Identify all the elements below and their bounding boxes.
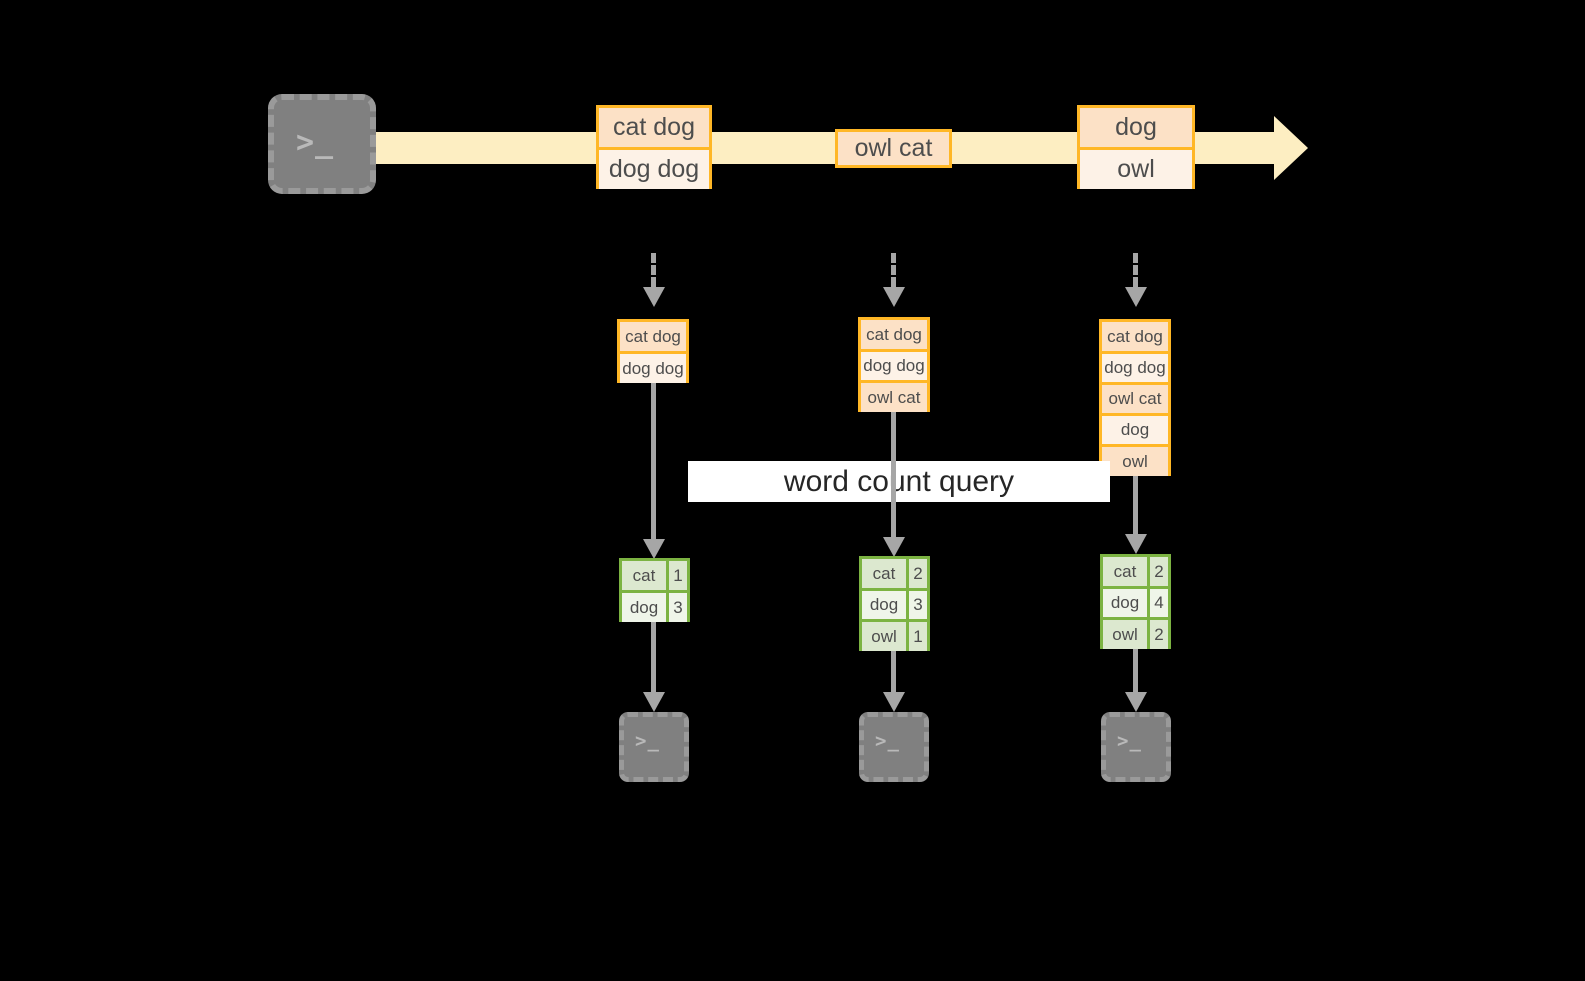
stream-group-3[interactable]: dog owl: [1077, 105, 1195, 189]
snapshot-record: owl cat: [861, 380, 927, 412]
stream-arrowhead: [1274, 116, 1308, 180]
terminal-prompt-glyph: >_: [875, 730, 900, 752]
terminal-prompt-glyph: >_: [635, 730, 660, 752]
snapshot-record: dog: [1102, 413, 1168, 444]
query-label-band: [688, 461, 1110, 502]
stream-record: owl: [1080, 147, 1192, 189]
table-cell-word: cat: [862, 559, 909, 588]
feed-arrow-head-2: [883, 287, 905, 307]
snapshot-record: dog dog: [620, 351, 686, 383]
snapshot-3-result-table[interactable]: cat 2 dog 4 owl 2: [1100, 554, 1171, 649]
table-row: cat 1: [622, 561, 687, 590]
query-arrow-line-3: [1133, 476, 1138, 536]
snapshot-record: owl: [1102, 444, 1168, 476]
table-row: cat 2: [1103, 557, 1168, 586]
result-arrow-line-1: [651, 622, 656, 694]
stream-record: cat dog: [599, 108, 709, 147]
consumer-terminal-icon-2[interactable]: >_: [859, 712, 929, 782]
table-row: owl 2: [1103, 617, 1168, 649]
stream-group-1[interactable]: cat dog dog dog: [596, 105, 712, 189]
producer-terminal-icon[interactable]: >_: [268, 94, 376, 194]
table-cell-word: cat: [1103, 557, 1150, 586]
result-arrow-head-3: [1125, 692, 1147, 712]
table-cell-count: 4: [1154, 593, 1164, 612]
snapshot-record: dog dog: [1102, 351, 1168, 382]
table-cell-count: 3: [673, 597, 683, 617]
consumer-terminal-icon-1[interactable]: >_: [619, 712, 689, 782]
result-arrow-line-2: [891, 651, 896, 694]
snapshot-1-records[interactable]: cat dog dog dog: [617, 319, 689, 383]
snapshot-record: dog dog: [861, 349, 927, 380]
terminal-prompt-glyph: >_: [1117, 730, 1142, 752]
snapshot-record: cat dog: [620, 322, 686, 351]
terminal-prompt-glyph: >_: [296, 125, 335, 160]
feed-arrow-head-3: [1125, 287, 1147, 307]
table-cell-count: 1: [913, 626, 923, 646]
snapshot-2-result-table[interactable]: cat 2 dog 3 owl 1: [859, 556, 930, 651]
snapshot-3-records[interactable]: cat dog dog dog owl cat dog owl: [1099, 319, 1171, 476]
result-arrow-head-2: [883, 692, 905, 712]
table-cell-count: 1: [673, 565, 683, 585]
table-cell-word: owl: [1103, 620, 1150, 649]
feed-arrow-line-3: [1133, 253, 1138, 287]
snapshot-record: cat dog: [1102, 322, 1168, 351]
query-arrow-line-2-overlay: [891, 461, 896, 502]
table-cell-count: 2: [1154, 624, 1164, 644]
table-cell-word: owl: [862, 622, 909, 651]
table-row: dog 3: [622, 590, 687, 622]
table-cell-count: 2: [1154, 561, 1164, 581]
query-arrow-head-2: [883, 537, 905, 557]
table-cell-word: dog: [1103, 589, 1150, 617]
table-row: dog 4: [1103, 586, 1168, 617]
snapshot-record: owl cat: [1102, 382, 1168, 413]
stream-record: owl cat: [838, 132, 949, 165]
query-arrow-line-1: [651, 383, 656, 541]
table-cell-word: dog: [622, 593, 669, 622]
query-label: word count query: [783, 464, 1015, 498]
table-cell-count: 3: [913, 595, 923, 614]
stream-group-2[interactable]: owl cat: [835, 129, 952, 168]
consumer-terminal-icon-3[interactable]: >_: [1101, 712, 1171, 782]
query-arrow-head-1: [643, 539, 665, 559]
stream-record: dog dog: [599, 147, 709, 189]
query-arrow-head-3: [1125, 534, 1147, 554]
table-cell-word: cat: [622, 561, 669, 590]
snapshot-2-records[interactable]: cat dog dog dog owl cat: [858, 317, 930, 412]
feed-arrow-line-2: [891, 253, 896, 287]
snapshot-1-result-table[interactable]: cat 1 dog 3: [619, 558, 690, 622]
snapshot-record: cat dog: [861, 320, 927, 349]
feed-arrow-head-1: [643, 287, 665, 307]
table-cell-word: dog: [862, 591, 909, 619]
table-row: owl 1: [862, 619, 927, 651]
stream-record: dog: [1080, 108, 1192, 147]
table-cell-count: 2: [913, 563, 923, 583]
table-row: cat 2: [862, 559, 927, 588]
table-row: dog 3: [862, 588, 927, 619]
result-arrow-head-1: [643, 692, 665, 712]
feed-arrow-line-1: [651, 253, 656, 287]
result-arrow-line-3: [1133, 649, 1138, 694]
